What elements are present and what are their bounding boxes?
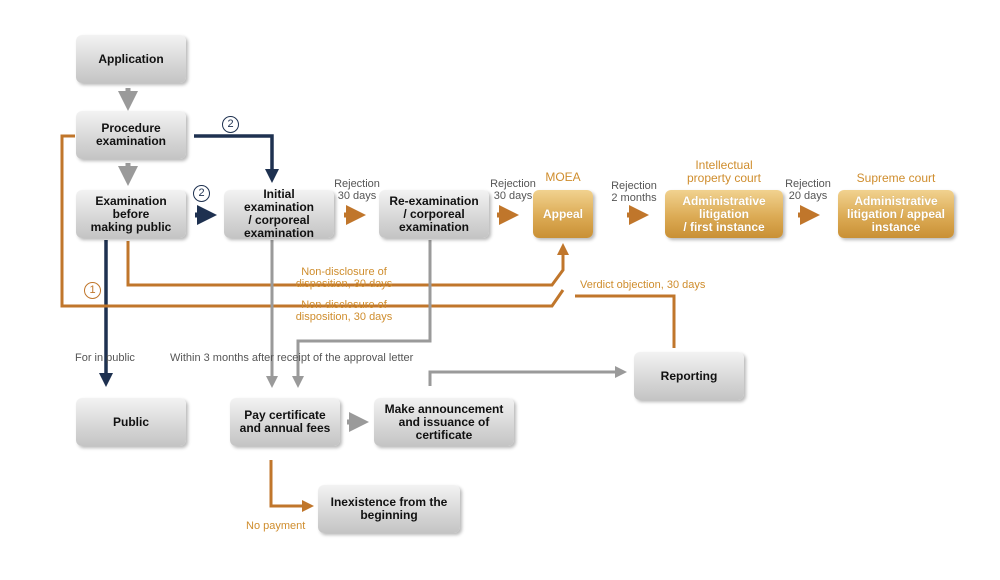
marker-2: 2 — [222, 116, 239, 133]
moea-heading: MOEA — [545, 170, 581, 184]
pay-certificate-box: Pay certificate and annual fees — [230, 398, 340, 446]
administrative-litigation-appeal-instance-box: Administrative litigation / appeal insta… — [838, 190, 954, 238]
application-box: Application — [76, 35, 186, 83]
public-box: Public — [76, 398, 186, 446]
reporting-box: Reporting — [634, 352, 744, 400]
arrow-nondisclosure-to-appeal — [126, 241, 569, 287]
make-announcement-box: Make announcement and issuance of certif… — [374, 398, 514, 446]
marker-1: 1 — [84, 282, 101, 299]
re-examination-box: Re-examination / corporeal examination — [379, 190, 489, 238]
no-payment-label: No payment — [246, 520, 306, 532]
administrative-litigation-first-instance-box: Administrative litigation / first instan… — [665, 190, 783, 238]
inexistence-box: Inexistence from the beginning — [318, 485, 460, 533]
nondisclosure-label-1: Non-disclosure of disposition, 30 days — [295, 266, 393, 290]
rejection-2-months-label: Rejection 2 months — [611, 180, 657, 204]
arrow-verdict-objection — [575, 294, 676, 348]
rejection-30-days-label: Rejection 30 days — [334, 178, 380, 202]
arrow-procedure-nondisclosure — [60, 134, 565, 308]
arrow-procedure-to-initial — [194, 134, 279, 183]
marker-2-second: 2 — [193, 185, 210, 202]
for-in-public-label: For in public — [75, 352, 135, 364]
rejection-30-days-label-2: Rejection 30 days — [490, 178, 536, 202]
procedure-examination-box: Procedure examination — [76, 111, 186, 159]
nondisclosure-label-2: Non-disclosure of disposition, 30 days — [295, 299, 393, 323]
examination-before-public-box: Examination before making public — [76, 190, 186, 238]
arrow-reexam-to-pay — [292, 240, 432, 388]
ip-court-heading: Intellectual property court — [686, 158, 762, 185]
verdict-objection-label: Verdict objection, 30 days — [580, 279, 706, 291]
within-3-months-label: Within 3 months after receipt of the app… — [170, 352, 414, 364]
rejection-20-days-label: Rejection 20 days — [785, 178, 831, 202]
arrow-announce-to-reporting — [428, 366, 627, 386]
supreme-court-heading: Supreme court — [856, 171, 936, 185]
appeal-box: Appeal — [533, 190, 593, 238]
arrow-no-payment — [269, 460, 314, 512]
initial-examination-box: Initial examination / corporeal examinat… — [224, 188, 334, 240]
